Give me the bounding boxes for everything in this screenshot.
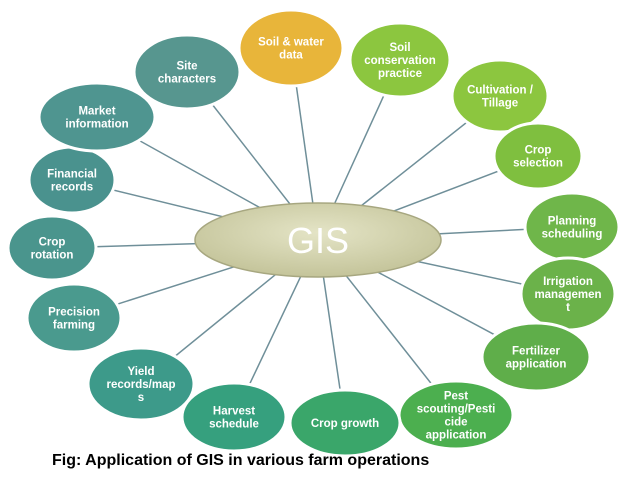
node-irrigation-management-label: t [566, 302, 570, 314]
node-soil-water-data-ellipse [237, 8, 345, 88]
node-crop-selection-ellipse [492, 121, 584, 191]
node-precision-farming-label: farming [53, 320, 95, 332]
node-irrigation-management-label: managemen [534, 289, 601, 301]
node-crop-rotation-ellipse [6, 214, 98, 282]
node-soil-water-data-label: Soil & water [258, 37, 324, 49]
node-yield-records-label: Yield [127, 366, 154, 378]
node-pest-scouting-label: Pest [444, 391, 468, 403]
node-financial-records-label: records [51, 182, 93, 194]
center-label: GIS [287, 220, 349, 261]
node-crop-rotation-label: rotation [31, 250, 74, 262]
node-yield-records-label: records/map [106, 379, 175, 391]
node-fertilizer-application-label: application [506, 359, 567, 371]
node-harvest-schedule-label: Harvest [213, 406, 255, 418]
node-precision-farming-ellipse [25, 282, 123, 354]
node-pest-scouting-label: application [426, 430, 487, 442]
node-market-information-ellipse [37, 81, 157, 153]
node-soil-conservation-practice-label: Soil [389, 42, 410, 54]
node-planning-scheduling-label: Planning [548, 216, 597, 228]
node-market-information-label: Market [78, 106, 115, 118]
node-financial-records-label: Financial [47, 169, 97, 181]
node-soil-water-data-label: data [279, 50, 303, 62]
center-ellipse [194, 202, 442, 278]
node-cultivation-tillage-label: Tillage [482, 98, 518, 110]
node-cultivation-tillage-ellipse [450, 58, 550, 134]
node-cultivation-tillage-label: Cultivation / [467, 85, 534, 97]
node-crop-growth-ellipse [288, 388, 402, 458]
node-soil-conservation-practice-ellipse [348, 21, 452, 99]
node-precision-farming-label: Precision [48, 307, 100, 319]
node-yield-records-label: s [138, 392, 144, 404]
node-cultivation-tillage: Cultivation /Tillage [450, 58, 550, 134]
node-fertilizer-application-label: Fertilizer [512, 346, 560, 358]
node-market-information-label: information [65, 119, 128, 131]
node-crop-rotation-label: Crop [39, 237, 66, 249]
node-harvest-schedule-label: schedule [209, 419, 259, 431]
node-crop-selection-label: selection [513, 158, 563, 170]
node-fertilizer-application-ellipse [480, 321, 592, 393]
node-harvest-schedule-ellipse [180, 381, 288, 453]
node-pest-scouting-label: cide [444, 417, 467, 429]
node-pest-scouting-label: scouting/Pesti [417, 404, 496, 416]
node-soil-conservation-practice-label: conservation [364, 55, 436, 67]
center-node: GIS [194, 202, 442, 278]
node-irrigation-management-label: Irrigation [543, 276, 593, 288]
node-crop-selection-label: Crop [525, 145, 552, 157]
node-soil-conservation-practice-label: practice [378, 68, 422, 80]
node-crop-growth-label: Crop growth [311, 418, 379, 430]
node-planning-scheduling-label: scheduling [542, 229, 603, 241]
figure-caption: Fig: Application of GIS in various farm … [52, 452, 430, 469]
node-crop-growth: Crop growth [288, 388, 402, 458]
node-site-characters-ellipse [132, 33, 242, 111]
satellite-nodes: Soil & waterdataSoilconservationpractice… [6, 8, 621, 458]
node-site-characters-label: Site [176, 61, 197, 73]
node-site-characters-label: characters [158, 74, 216, 86]
node-yield-records-ellipse [86, 346, 196, 422]
